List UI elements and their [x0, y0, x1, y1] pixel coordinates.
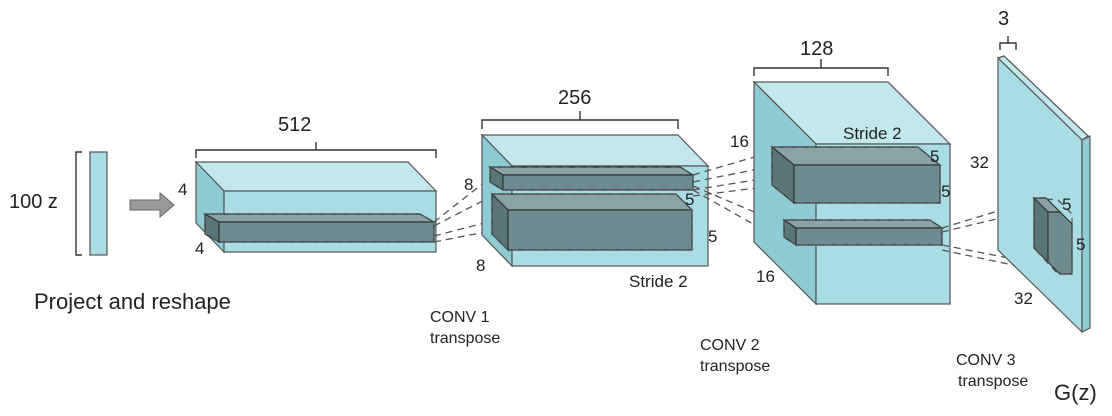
block4-depth-label: 32: [1014, 289, 1033, 308]
block2-stride: Stride 2: [629, 272, 688, 291]
layer-1-name: CONV 1: [430, 309, 490, 326]
input-label: 100 z: [9, 191, 58, 213]
block4-kernel-b: 5: [1076, 235, 1085, 254]
block3-height-label: 16: [730, 132, 749, 151]
block2-width-label: 256: [558, 87, 591, 109]
block4-kernel-a: 5: [1062, 195, 1071, 214]
project-caption: Project and reshape: [34, 289, 231, 314]
layer-1-sub: transpose: [430, 330, 500, 347]
block3-stride: Stride 2: [843, 124, 902, 143]
layer-captions: CONV 1 transpose CONV 2 transpose CONV 3…: [430, 309, 1028, 390]
output-label: G(z): [1054, 380, 1097, 405]
block4-width-label: 3: [998, 8, 1009, 30]
block-1: 512 4 4: [178, 114, 438, 258]
block2-height-label: 8: [464, 175, 473, 194]
block2-kernel-b: 5: [708, 227, 717, 246]
input-z: 100 z: [9, 151, 108, 256]
block-3: 128 16 16 5 5 Stride 2: [730, 38, 952, 306]
block3-kernel-a: 5: [930, 147, 939, 166]
layer-3-name: CONV 3: [956, 352, 1016, 369]
input-brace: [75, 151, 82, 256]
project-arrow: [129, 191, 175, 219]
block-4: 3 32 32 5 5: [970, 8, 1091, 334]
block3-width-label: 128: [800, 38, 833, 60]
block3-depth-label: 16: [756, 267, 775, 286]
block4-height-label: 32: [970, 153, 989, 172]
z-vector: [89, 151, 108, 256]
layer-3-sub: transpose: [958, 373, 1028, 390]
block1-width-label: 512: [278, 114, 311, 136]
layer-2-name: CONV 2: [700, 337, 760, 354]
block2-depth-label: 8: [476, 256, 485, 275]
layer-2-sub: transpose: [700, 358, 770, 375]
block1-depth-label: 4: [195, 239, 204, 258]
block1-height-label: 4: [178, 180, 187, 199]
block3-kernel-b: 5: [941, 182, 950, 201]
block-2: 256 8 8 5 5 Stride 2: [464, 87, 717, 291]
block2-kernel-a: 5: [685, 190, 694, 209]
